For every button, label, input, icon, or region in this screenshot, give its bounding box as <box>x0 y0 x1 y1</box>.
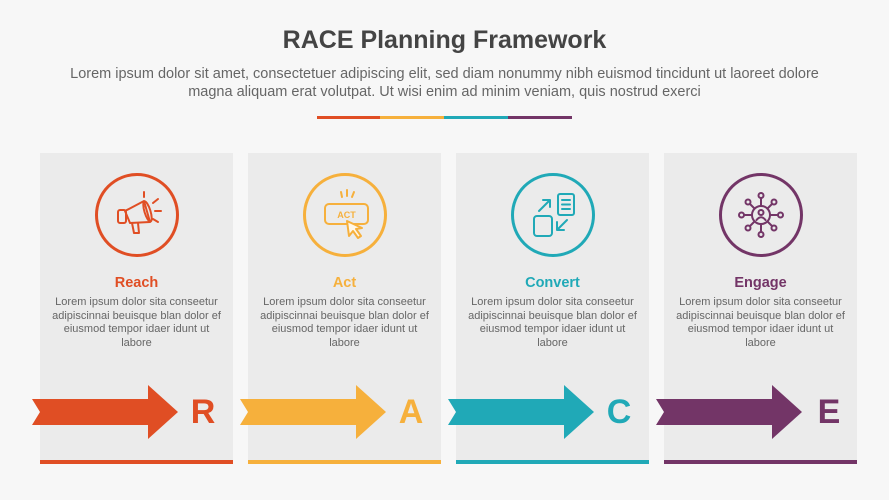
divider-segment-engage <box>508 116 572 119</box>
card-bottom-bar-convert <box>456 460 649 464</box>
stage-title-reach: Reach <box>114 275 159 291</box>
icon-circle-convert <box>510 173 595 257</box>
convert-icon <box>532 193 575 237</box>
arrow-act <box>240 385 386 439</box>
stage-title-convert: Convert <box>525 275 580 291</box>
icon-circle-reach <box>94 173 179 257</box>
stage-title-engage: Engage <box>734 275 787 291</box>
stage-description-convert: Lorem ipsum dolor sita conseetur adipisc… <box>468 296 637 349</box>
card-bottom-bar-engage <box>664 460 857 464</box>
divider-segment-act <box>380 116 444 119</box>
stage-description-reach: Lorem ipsum dolor sita conseetur adipisc… <box>52 296 221 349</box>
card-bottom-bar-reach <box>40 460 233 464</box>
stage-letter-reach: R <box>190 393 216 431</box>
stage-description-act: Lorem ipsum dolor sita conseetur adipisc… <box>260 296 429 349</box>
divider-segment-reach <box>317 116 380 119</box>
arrow-engage <box>656 385 802 439</box>
stage-letter-act: A <box>398 393 424 431</box>
icon-circle-engage <box>718 173 803 257</box>
act-click-icon: ACT <box>323 189 369 239</box>
stage-title-act: Act <box>332 275 357 291</box>
icon-circle-act: ACT <box>302 173 387 257</box>
stage-letter-convert: C <box>606 393 632 431</box>
card-bottom-bar-act <box>248 460 441 464</box>
arrow-convert <box>448 385 594 439</box>
megaphone-icon <box>116 191 162 234</box>
act-icon-label: ACT <box>337 210 356 220</box>
stage-letter-engage: E <box>817 393 841 431</box>
page-subtitle: Lorem ipsum dolor sit amet, consectetuer… <box>70 66 819 100</box>
page-title: RACE Planning Framework <box>282 26 607 54</box>
stage-description-engage: Lorem ipsum dolor sita conseetur adipisc… <box>676 296 845 349</box>
arrow-reach <box>32 385 178 439</box>
network-user-icon <box>737 192 784 238</box>
divider-segment-convert <box>444 116 508 119</box>
